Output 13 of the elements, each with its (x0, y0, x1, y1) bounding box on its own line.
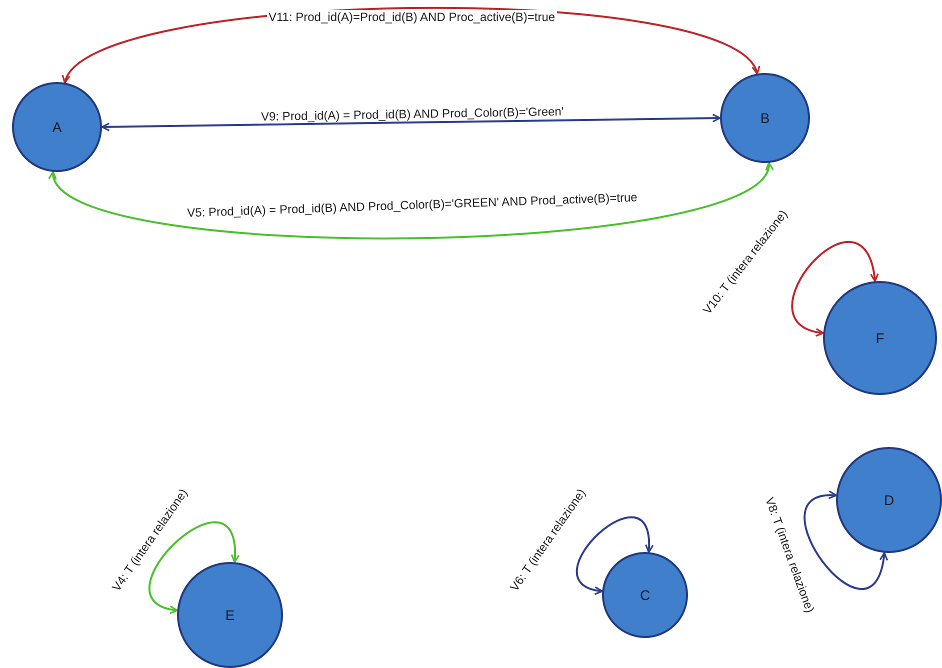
arrow (148, 522, 239, 613)
state-label: E (225, 607, 235, 623)
arrow (101, 114, 721, 132)
arrow (791, 241, 878, 336)
edge-label: V9: Prod_id(A) = Prod_id(B) AND Prod_Color(B)='Green' (258, 104, 566, 124)
state-label: C (640, 587, 650, 603)
state-label: B (760, 110, 770, 126)
arrow (804, 492, 888, 590)
state-label: A (52, 119, 62, 135)
state-label: D (884, 492, 894, 508)
edge-label: V11: Prod_id(A)=Prod_id(B) AND Proc_active(B)=true (266, 10, 558, 24)
state-label: F (876, 330, 884, 346)
arrow (576, 516, 653, 594)
